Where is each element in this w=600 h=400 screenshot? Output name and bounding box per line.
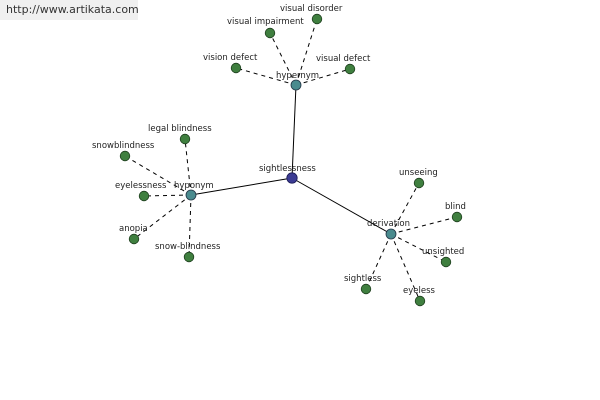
hub-label-derivation: derivation <box>367 219 410 229</box>
leaf-label-visual-disorder: visual disorder <box>280 4 343 14</box>
hub-label-hyponym: hyponym <box>174 181 214 191</box>
leaf-node-visual-disorder[interactable] <box>311 13 323 25</box>
leaf-node-unseeing[interactable] <box>413 177 425 189</box>
leaf-label-vision-defect: vision defect <box>203 53 258 63</box>
leaf-label-sightless: sightless <box>344 274 382 284</box>
leaf-label-eyelessness: eyelessness <box>115 181 167 191</box>
node-layer <box>119 13 463 307</box>
leaf-label-visual-impairment: visual impairment <box>227 17 304 27</box>
leaf-node-visual-impairment[interactable] <box>264 27 276 39</box>
edge-derivation-to-sightless <box>365 233 392 290</box>
leaf-label-unseeing: unseeing <box>399 168 438 178</box>
leaf-node-snowblindness[interactable] <box>119 150 131 162</box>
leaf-label-anopia: anopia <box>119 224 148 234</box>
edge-hypernym-to-visual-disorder <box>295 18 318 86</box>
leaf-node-legal-blindness[interactable] <box>179 133 191 145</box>
center-label: sightlessness <box>259 164 316 174</box>
leaf-label-visual-defect: visual defect <box>316 54 371 64</box>
hub-node-hypernym[interactable] <box>290 79 302 91</box>
watermark-url: http://www.artikata.com <box>0 0 139 20</box>
label-layer: visual disorder visual impairment vision d… <box>92 4 466 296</box>
edge-hyponym-to-snow-blindness <box>188 194 192 258</box>
leaf-node-anopia[interactable] <box>128 233 140 245</box>
edge-layer <box>124 18 458 302</box>
leaf-label-unsighted: unsighted <box>422 247 464 257</box>
edge-hypernym-to-visual-defect <box>295 68 351 86</box>
edge-hyponym-to-eyelessness <box>143 194 192 197</box>
leaf-node-snow-blindness[interactable] <box>183 251 195 263</box>
leaf-node-unsighted[interactable] <box>440 256 452 268</box>
edge-hypernym-to-visual-impairment <box>269 32 297 86</box>
edge-center-to-hypernym <box>291 84 297 179</box>
edge-hypernym-to-vision-defect <box>235 67 297 86</box>
leaf-node-visual-defect[interactable] <box>344 63 356 75</box>
edge-center-to-derivation <box>291 177 392 235</box>
hub-label-hypernym: hypernym <box>276 71 319 81</box>
leaf-label-snow-blindness: snow-blindness <box>155 242 221 252</box>
leaf-node-vision-defect[interactable] <box>230 62 242 74</box>
leaf-label-snowblindness: snowblindness <box>92 141 155 151</box>
leaf-node-blind[interactable] <box>451 211 463 223</box>
leaf-node-eyelessness[interactable] <box>138 190 150 202</box>
center-node-sightlessness[interactable] <box>286 172 298 184</box>
edge-center-to-hyponym <box>190 177 293 196</box>
leaf-node-eyeless[interactable] <box>414 295 426 307</box>
leaf-label-eyeless: eyeless <box>403 286 436 296</box>
leaf-label-blind: blind <box>445 202 466 212</box>
leaf-label-legal-blindness: legal blindness <box>148 124 212 134</box>
hub-node-derivation[interactable] <box>385 228 397 240</box>
hub-node-hyponym[interactable] <box>185 189 197 201</box>
edge-hyponym-to-legal-blindness <box>184 138 192 196</box>
leaf-node-sightless[interactable] <box>360 283 372 295</box>
edge-derivation-to-blind <box>390 216 458 235</box>
edge-derivation-to-unseeing <box>390 182 420 235</box>
edge-derivation-to-unsighted <box>390 233 447 263</box>
